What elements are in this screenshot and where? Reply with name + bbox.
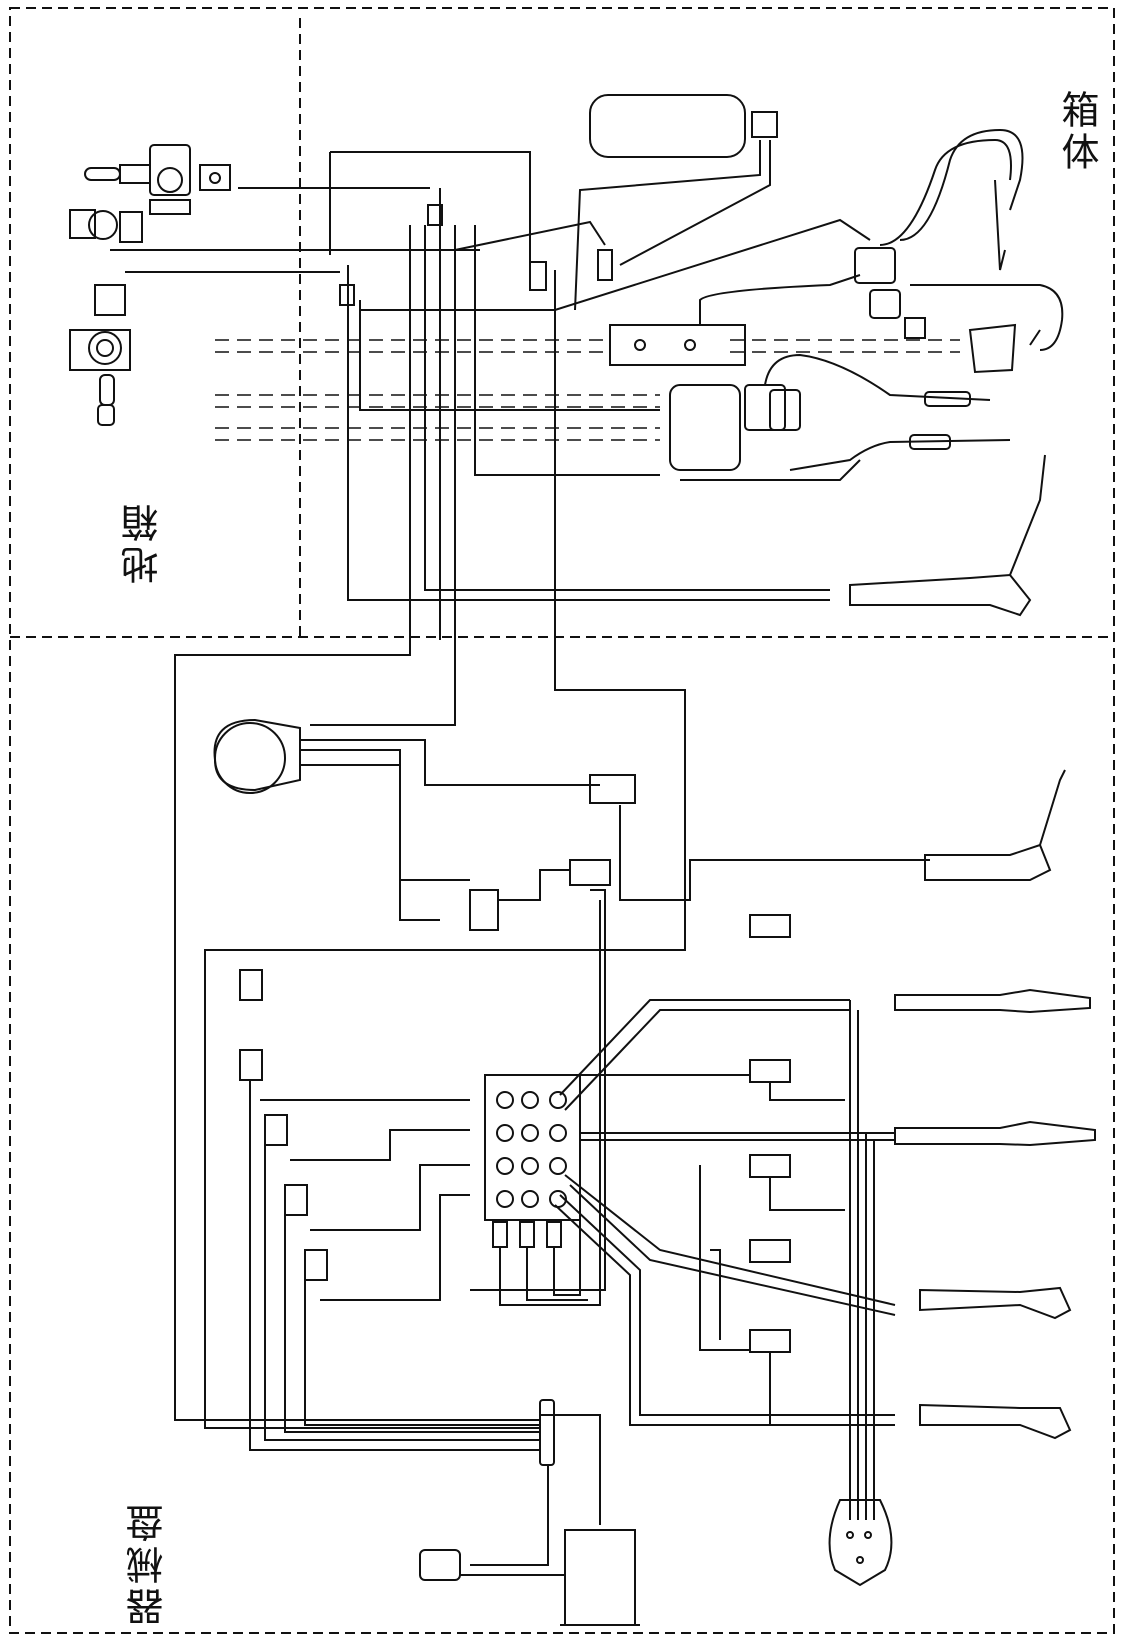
region-label-cabinet: 箱体 [1055,90,1099,174]
switch-valve-group [239,969,328,1281]
pressure-manifold [609,324,746,366]
air-valve-4 [749,1154,791,1178]
air-distribution-block [539,1399,555,1466]
air-valve-3 [749,1059,791,1083]
region-label-instrument-tray: 器械盘 [126,1500,170,1626]
distribution-manifold [484,1074,581,1248]
handpiece-2 [894,1120,1096,1147]
air-valve-1 [569,859,611,886]
foot-control [213,718,301,794]
water-tank [564,1529,636,1626]
region-label-ground-box: 地箱 [121,500,165,584]
handpiece-4 [919,1403,1072,1440]
region-borders [9,7,1115,1634]
filter-valve-assembly-bottom [69,271,340,426]
cabinet-components [360,94,1064,617]
air-valve-5 [749,1239,791,1263]
instrument-tray-components [213,718,1096,1626]
handpiece-1 [894,988,1091,1014]
water-valve-assembly-mid [69,209,480,251]
valve-cluster-top [854,247,896,284]
air-valve-2 [749,914,791,938]
instrument-hanger [828,1499,893,1587]
water-valve-assembly-top [84,144,430,215]
handpiece-3 [919,1286,1072,1320]
water-bottle [589,94,746,158]
solenoid-valve-2 [597,249,613,281]
solenoid-valve-1 [529,261,547,291]
three-way-valve [469,889,499,931]
ground-box-components [69,144,960,1429]
air-valve-6 [749,1329,791,1353]
tee-fitting-1 [427,188,443,640]
pressure-switch [419,1549,461,1581]
valve-block-upper [589,774,636,804]
handpiece-right-upper [924,843,1052,881]
suction-handpiece [849,573,1032,617]
